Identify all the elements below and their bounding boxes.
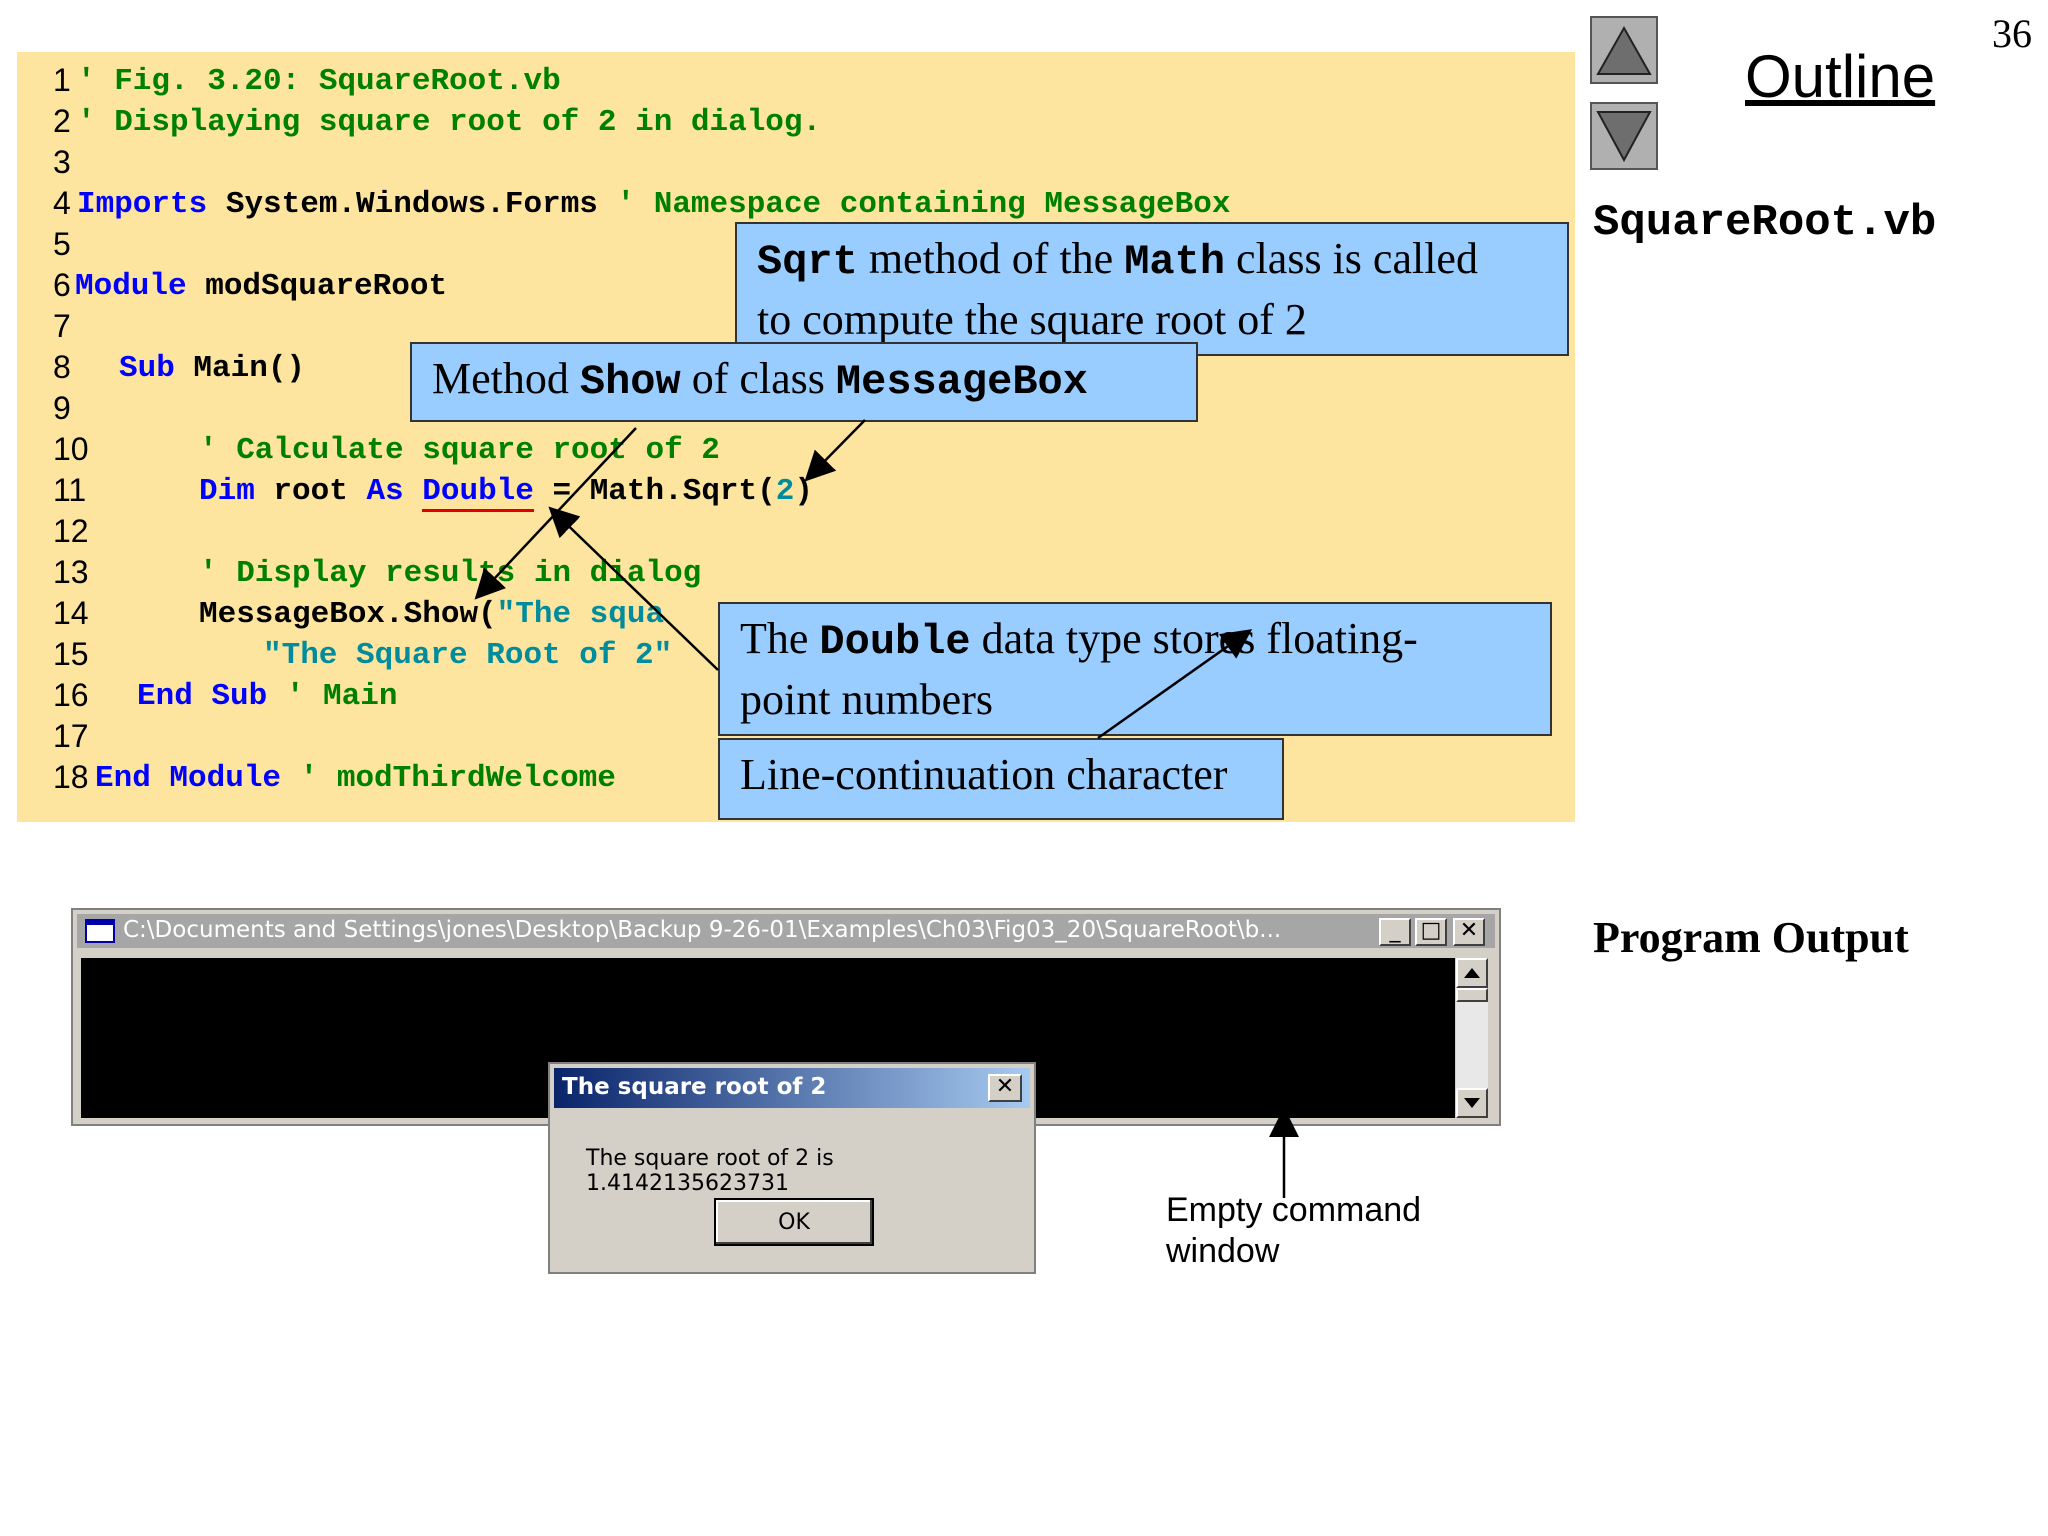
callout-line-continuation: Line-continuation character — [718, 738, 1284, 820]
line-number: 13 — [53, 554, 89, 590]
page-number: 36 — [1992, 11, 2032, 56]
minimize-button[interactable]: _ — [1379, 918, 1411, 946]
line-number: 10 — [53, 431, 89, 467]
console-close-button[interactable]: ✕ — [1453, 918, 1485, 946]
code-line-6: Module modSquareRoot — [75, 269, 448, 304]
line-number: 1 — [53, 62, 71, 98]
code-line-10: ' Calculate square root of 2 — [199, 433, 720, 468]
arrow-double — [548, 506, 719, 671]
line-number: 3 — [53, 144, 71, 180]
file-name: SquareRoot.vb — [1593, 198, 1937, 248]
message-box-text: The square root of 2 is 1.4142135623731 — [586, 1146, 834, 1196]
console-window: C:\Documents and Settings\jones\Desktop\… — [71, 908, 1501, 1126]
line-number: 16 — [53, 677, 89, 713]
maximize-button[interactable]: □ — [1415, 918, 1447, 946]
code-line-14: MessageBox.Show("The squa — [199, 597, 665, 632]
callout-sqrt: Sqrt method of the Math class is called … — [735, 222, 1569, 356]
code-line-15: "The Square Root of 2" — [263, 638, 673, 673]
line-number: 15 — [53, 636, 89, 672]
code-line-11: Dim root As Double = Math.Sqrt(2) — [199, 474, 813, 512]
arrow-line-continuation — [1097, 629, 1253, 740]
empty-command-window-label: Empty command window — [1166, 1191, 1422, 1270]
console-title: C:\Documents and Settings\jones\Desktop\… — [123, 917, 1282, 943]
scroll-up-button[interactable] — [1456, 958, 1488, 988]
line-number: 5 — [53, 226, 71, 262]
message-box-close-button[interactable]: ✕ — [988, 1074, 1022, 1102]
code-line-2: ' Displaying square root of 2 in dialog. — [77, 105, 822, 140]
code-line-16: End Sub ' Main — [137, 679, 398, 714]
console-scrollbar[interactable] — [1456, 958, 1488, 1118]
line-number: 17 — [53, 718, 89, 754]
code-line-8: Sub Main() — [119, 351, 306, 386]
double-keyword: Double — [422, 474, 534, 512]
code-line-18: End Module ' modThirdWelcome — [95, 761, 616, 796]
line-number: 4 — [53, 185, 71, 221]
line-number: 12 — [53, 513, 89, 549]
line-number: 6 — [53, 267, 71, 303]
next-slide-button[interactable] — [1590, 102, 1658, 170]
line-number: 18 — [53, 759, 89, 795]
scroll-down-button[interactable] — [1456, 1088, 1488, 1118]
message-box-title: The square root of 2 — [562, 1074, 827, 1100]
callout-double: The Double data type stores floating- po… — [718, 602, 1552, 736]
outline-title: Outline — [1745, 43, 1936, 110]
arrow-sqrt — [804, 419, 866, 482]
message-box-titlebar[interactable]: The square root of 2 ✕ — [554, 1068, 1030, 1108]
code-line-4: Imports System.Windows.Forms ' Namespace… — [77, 187, 1231, 222]
code-line-1: ' Fig. 3.20: SquareRoot.vb — [77, 64, 561, 99]
console-app-icon — [85, 919, 115, 943]
scroll-down-icon — [1464, 1098, 1480, 1108]
line-number: 14 — [53, 595, 89, 631]
callout-show: Method Show of class MessageBox — [410, 342, 1198, 422]
line-number: 2 — [53, 103, 71, 139]
triangle-up-icon — [1596, 25, 1652, 75]
line-number: 7 — [53, 308, 71, 344]
scroll-up-icon — [1464, 968, 1480, 978]
ok-button[interactable]: OK — [714, 1198, 874, 1246]
line-number: 9 — [53, 390, 71, 426]
previous-slide-button[interactable] — [1590, 16, 1658, 84]
scroll-thumb[interactable] — [1456, 988, 1488, 1002]
program-output-label: Program Output — [1593, 913, 1909, 962]
line-number: 11 — [53, 472, 87, 508]
triangle-down-icon — [1596, 111, 1652, 163]
message-box-dialog: The square root of 2 ✕ The square root o… — [548, 1062, 1036, 1274]
line-number: 8 — [53, 349, 71, 385]
console-titlebar[interactable]: C:\Documents and Settings\jones\Desktop\… — [77, 914, 1495, 948]
arrow-show — [474, 427, 637, 600]
